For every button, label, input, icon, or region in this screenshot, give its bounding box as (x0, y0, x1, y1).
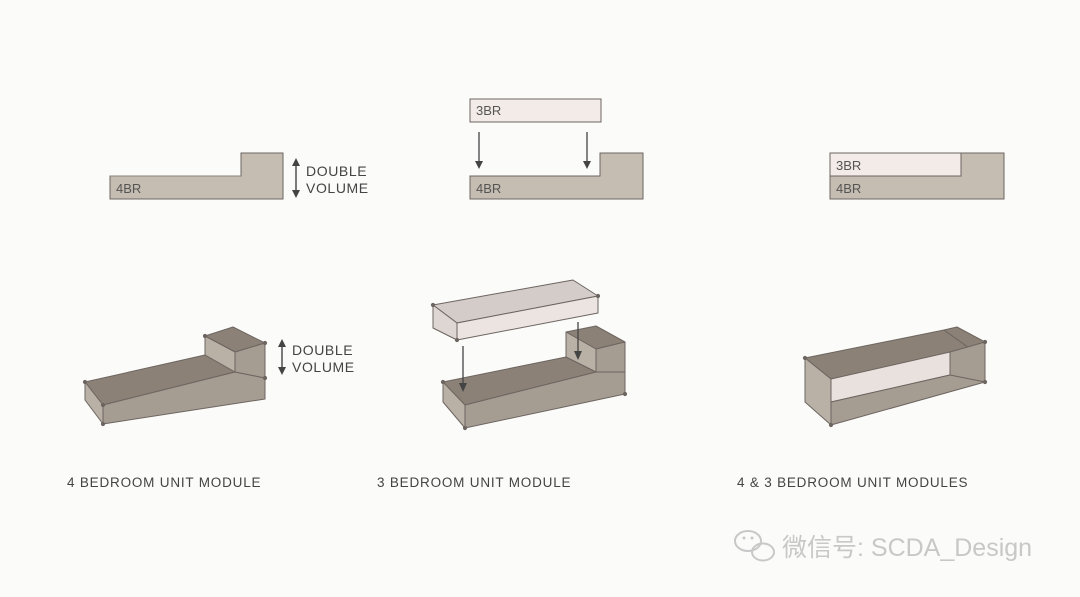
plan-3br: 3BR 4BR (469, 98, 644, 200)
plan-3br-label: 3BR (476, 103, 501, 118)
wechat-icon (734, 530, 775, 562)
plan-combined: 3BR 4BR (829, 152, 1005, 200)
plan-4br-label: 4BR (116, 181, 141, 196)
axo-3br (430, 279, 601, 343)
section-4br: 4BR DOUBLE VOLUME DOUBLE (67, 152, 369, 490)
double-volume-label: VOLUME (292, 359, 355, 375)
plan-4br: 4BR DOUBLE VOLUME (109, 152, 369, 200)
plan-3br-module (469, 98, 602, 123)
plan-4br-label: 4BR (836, 181, 861, 196)
section-combined: 3BR 4BR 4 & 3 BEDROOM UNIT MODULES (737, 152, 1005, 490)
plan-4br-label: 4BR (476, 181, 501, 196)
caption-combined: 4 & 3 BEDROOM UNIT MODULES (737, 475, 968, 490)
caption-3br: 3 BEDROOM UNIT MODULE (377, 475, 571, 490)
double-volume-label: VOLUME (306, 180, 369, 196)
plan-4br-module (469, 152, 644, 200)
watermark-text: 微信号: SCDA_Design (782, 534, 1032, 562)
plan-3br-label: 3BR (836, 158, 861, 173)
axo-4br-base (440, 325, 628, 431)
axo-combined (802, 326, 988, 428)
double-volume-label: DOUBLE (292, 342, 353, 358)
axo-4br (82, 326, 268, 427)
plan-3br-module (829, 152, 962, 177)
section-3br: 3BR 4BR (377, 98, 644, 490)
caption-4br: 4 BEDROOM UNIT MODULE (67, 475, 261, 490)
double-volume-label: DOUBLE (306, 163, 367, 179)
watermark: 微信号: SCDA_Design (734, 530, 1032, 562)
